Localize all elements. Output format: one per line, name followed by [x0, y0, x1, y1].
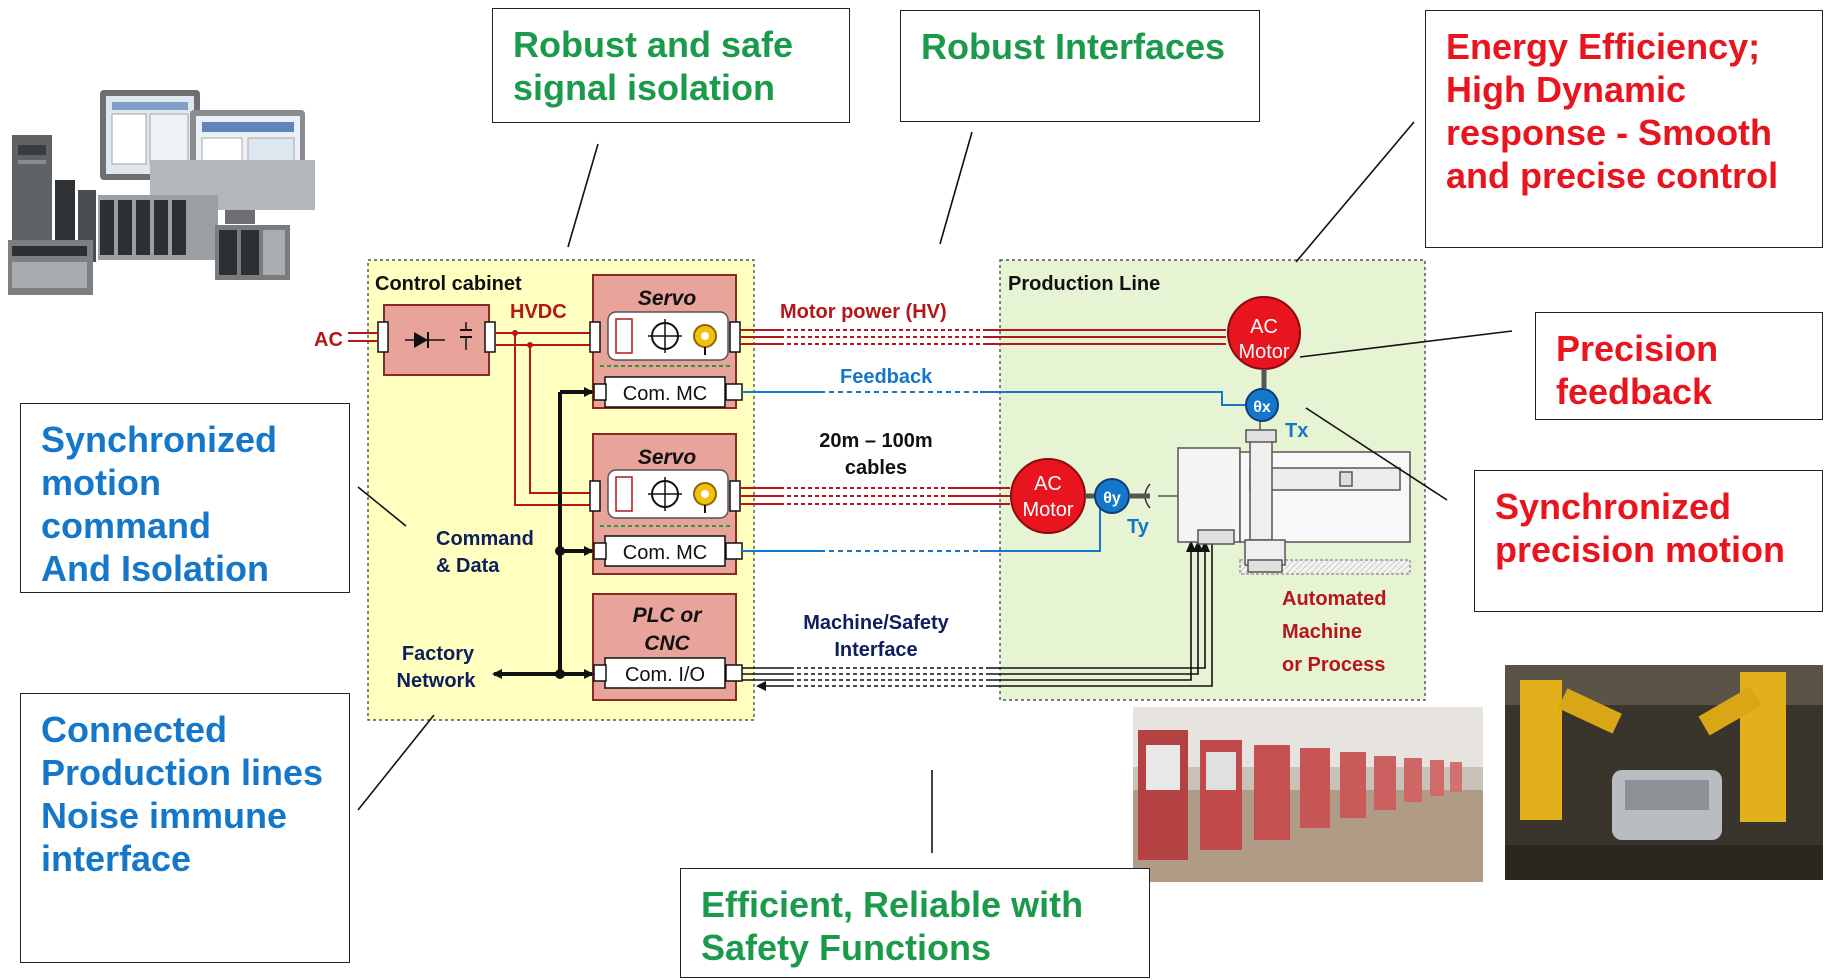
callout-precision-feedback: Precision feedback	[1535, 312, 1823, 420]
callout-robust-interfaces: Robust Interfaces	[900, 10, 1260, 122]
production-line-photo	[1133, 707, 1483, 882]
production-line-title: Production Line	[1008, 273, 1160, 295]
ac-motor-2-line1: AC	[1034, 473, 1062, 495]
automated-machine-line3: or Process	[1282, 654, 1385, 676]
com-mc-1-box	[604, 376, 726, 408]
automated-machine-drawing	[1144, 388, 1411, 575]
factory-network-line2: Network	[397, 670, 477, 692]
servo-2-label: Servo	[638, 446, 697, 469]
automated-machine-line2: Machine	[1282, 621, 1362, 643]
motor-power-lines-1	[740, 329, 1226, 345]
feedback-line-1	[742, 391, 1248, 406]
automated-machine-line1: Automated	[1282, 588, 1386, 610]
ac-motor-1-line2: Motor	[1238, 341, 1289, 363]
motor-power-lines-2	[740, 487, 1010, 505]
encoder-x-icon	[1245, 388, 1279, 422]
feedback-label: Feedback	[840, 366, 933, 388]
factory-network-line1: Factory	[402, 643, 475, 665]
com-mc-2-label: Com. MC	[623, 542, 707, 564]
servo-1-label: Servo	[638, 287, 697, 310]
plc-label-line2: CNC	[644, 632, 690, 655]
com-mc-2-box	[604, 535, 726, 567]
ty-label: Ty	[1127, 516, 1150, 538]
command-data-line1: Command	[436, 528, 534, 550]
callout-efficient-reliable: Efficient, Reliable with Safety Function…	[680, 868, 1150, 978]
motor-power-label: Motor power (HV)	[780, 301, 947, 323]
com-io-box	[604, 657, 726, 689]
control-cabinet-title: Control cabinet	[375, 273, 522, 295]
com-mc-1-label: Com. MC	[623, 383, 707, 405]
callout-synchronized-precision-motion: Synchronized precision motion	[1474, 470, 1823, 612]
theta-y-label: θy	[1103, 490, 1121, 507]
callout-pointers	[357, 121, 1513, 853]
machine-safety-lines	[742, 540, 1213, 691]
command-data-bus	[492, 387, 594, 679]
callout-synchronized-motion-command: Synchronized motion command And Isolatio…	[20, 403, 350, 593]
ac-motor-2	[1010, 458, 1086, 534]
tx-label: Tx	[1285, 420, 1308, 442]
cables-label-line1: 20m – 100m	[819, 430, 932, 452]
robot-assembly-photo	[1505, 665, 1823, 880]
cables-label-line2: cables	[845, 457, 907, 479]
callout-energy-efficiency: Energy Efficiency; High Dynamic response…	[1425, 10, 1823, 248]
callout-signal-isolation: Robust and safe signal isolation	[492, 8, 850, 123]
rectifier-module	[383, 304, 490, 376]
machine-safety-line1: Machine/Safety	[803, 612, 949, 634]
ac-input-label: AC	[314, 329, 343, 351]
command-data-line2: & Data	[436, 555, 500, 577]
plc-hardware-illustration	[8, 90, 315, 295]
com-io-label: Com. I/O	[625, 664, 705, 686]
rectifier-left-connector	[377, 321, 389, 353]
hvdc-bus	[495, 332, 593, 506]
ac-motor-2-line2: Motor	[1022, 499, 1073, 521]
machine-safety-line2: Interface	[834, 639, 917, 661]
rectifier-right-connector	[484, 321, 496, 353]
hvdc-label: HVDC	[510, 301, 567, 323]
plc-label-line1: PLC or	[633, 604, 704, 627]
ac-motor-1-line1: AC	[1250, 316, 1278, 338]
callout-connected-production: Connected Production lines Noise immune …	[20, 693, 350, 963]
theta-x-label: θx	[1253, 399, 1271, 416]
